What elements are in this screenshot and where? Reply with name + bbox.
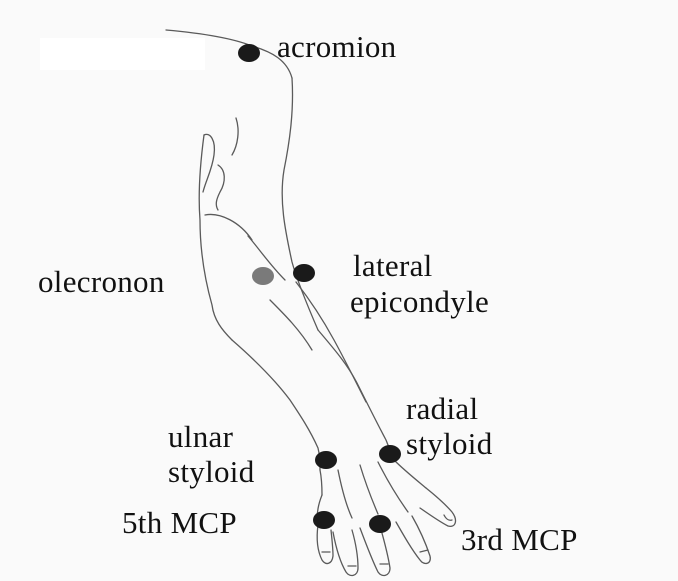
3rd-mcp-marker [369, 515, 391, 533]
forearm-muscle-line-2 [270, 300, 312, 350]
radial-styloid-label-line2: styloid [406, 429, 493, 459]
finger-index [396, 516, 430, 563]
forearm-lateral-contour [318, 330, 394, 460]
metacarpal-line [338, 470, 352, 518]
elbow-crease [205, 214, 252, 240]
lateral-epicondyle-label-line1: lateral [353, 251, 433, 281]
radial-styloid-label-line1: radial [406, 394, 478, 424]
radial-styloid-marker [379, 445, 401, 463]
ulnar-styloid-label-line1: ulnar [168, 422, 233, 452]
upper-arm-lateral-contour [282, 78, 318, 330]
upper-arm-medial-contour [199, 135, 232, 340]
3rd-mcp-label: 3rd MCP [461, 525, 578, 555]
ulnar-styloid-label-line2: styloid [168, 457, 255, 487]
lateral-epicondyle-label-line2: epicondyle [350, 287, 489, 317]
finger-ring [333, 530, 358, 575]
thumb-nail [444, 515, 452, 520]
nail-index [420, 550, 428, 552]
ulnar-styloid-marker [315, 451, 337, 469]
acromion-marker [238, 44, 260, 62]
wrist-radial-edge [394, 460, 426, 488]
biceps-detail [216, 165, 224, 210]
5th-mcp-marker [313, 511, 335, 529]
5th-mcp-label: 5th MCP [122, 508, 237, 538]
olecranon-marker [252, 267, 274, 285]
wrist-ulnar-edge [320, 470, 322, 495]
deltoid-detail [203, 134, 214, 192]
lateral-epicondyle-marker [293, 264, 315, 282]
finger-little [317, 525, 333, 563]
finger-middle [360, 526, 390, 575]
blank-patch [40, 38, 205, 70]
olecranon-label: olecronon [38, 267, 165, 297]
metacarpal-line-2 [360, 465, 378, 514]
upper-arm-crease [232, 118, 238, 155]
acromion-label: acromion [277, 32, 396, 62]
forearm-medial-contour [232, 340, 320, 470]
